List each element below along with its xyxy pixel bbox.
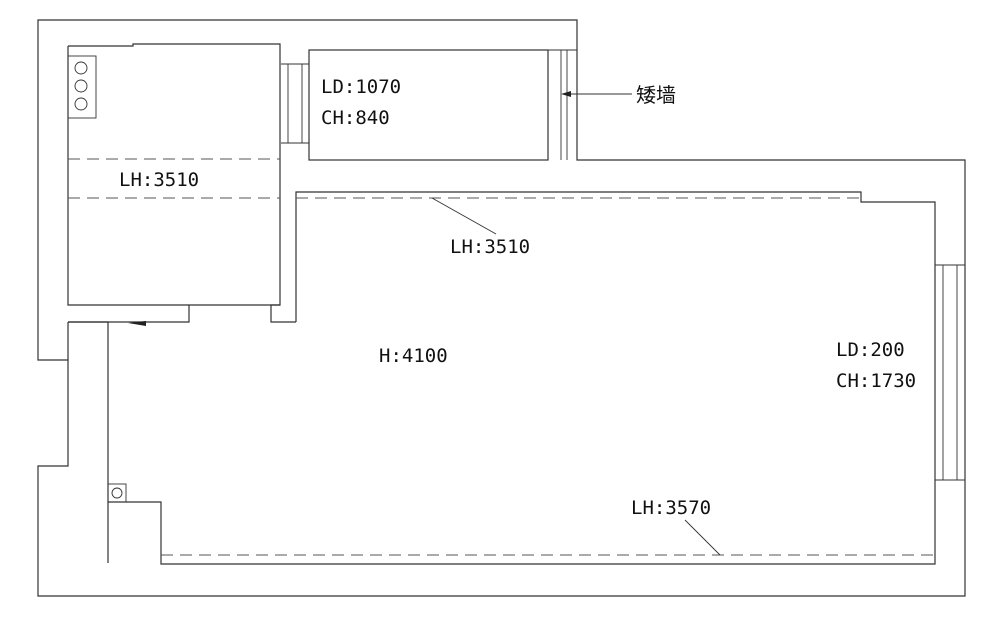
main-room-wall bbox=[108, 191, 936, 565]
main-lh-bottom-label: LH:3570 bbox=[631, 497, 711, 519]
outer-wall bbox=[37, 19, 966, 597]
balcony-wall bbox=[308, 49, 549, 161]
window-ld-label: LD:200 bbox=[836, 339, 905, 361]
balcony-ld-label: LD:1070 bbox=[321, 76, 401, 98]
main-lh-top-label: LH:3510 bbox=[450, 236, 530, 258]
balcony-window-left bbox=[281, 63, 309, 144]
low-wall-right bbox=[548, 49, 577, 160]
low-wall-label: 矮墙 bbox=[636, 83, 676, 107]
window-ch-label: CH:1730 bbox=[836, 370, 916, 392]
lh-bottom-leader bbox=[684, 519, 721, 556]
stove-counter bbox=[67, 55, 97, 119]
entrance-wall bbox=[67, 321, 109, 563]
burner-icon bbox=[74, 97, 88, 111]
door-marker bbox=[128, 321, 146, 326]
kitchen-lh-label: LH:3510 bbox=[119, 169, 199, 191]
utility-box bbox=[107, 483, 127, 503]
balcony-ch-label: CH:840 bbox=[321, 107, 390, 129]
lh-top-leader bbox=[431, 197, 497, 235]
utility-icon bbox=[111, 487, 123, 499]
leader-arrowhead bbox=[561, 91, 571, 97]
partition-stub bbox=[270, 304, 296, 323]
burner-icon bbox=[74, 61, 88, 75]
main-height-label: H:4100 bbox=[379, 345, 448, 367]
right-window bbox=[935, 264, 965, 481]
burner-icon bbox=[74, 79, 88, 93]
kitchen-left-wall bbox=[67, 46, 189, 306]
kitchen-inner-wall bbox=[68, 43, 281, 323]
